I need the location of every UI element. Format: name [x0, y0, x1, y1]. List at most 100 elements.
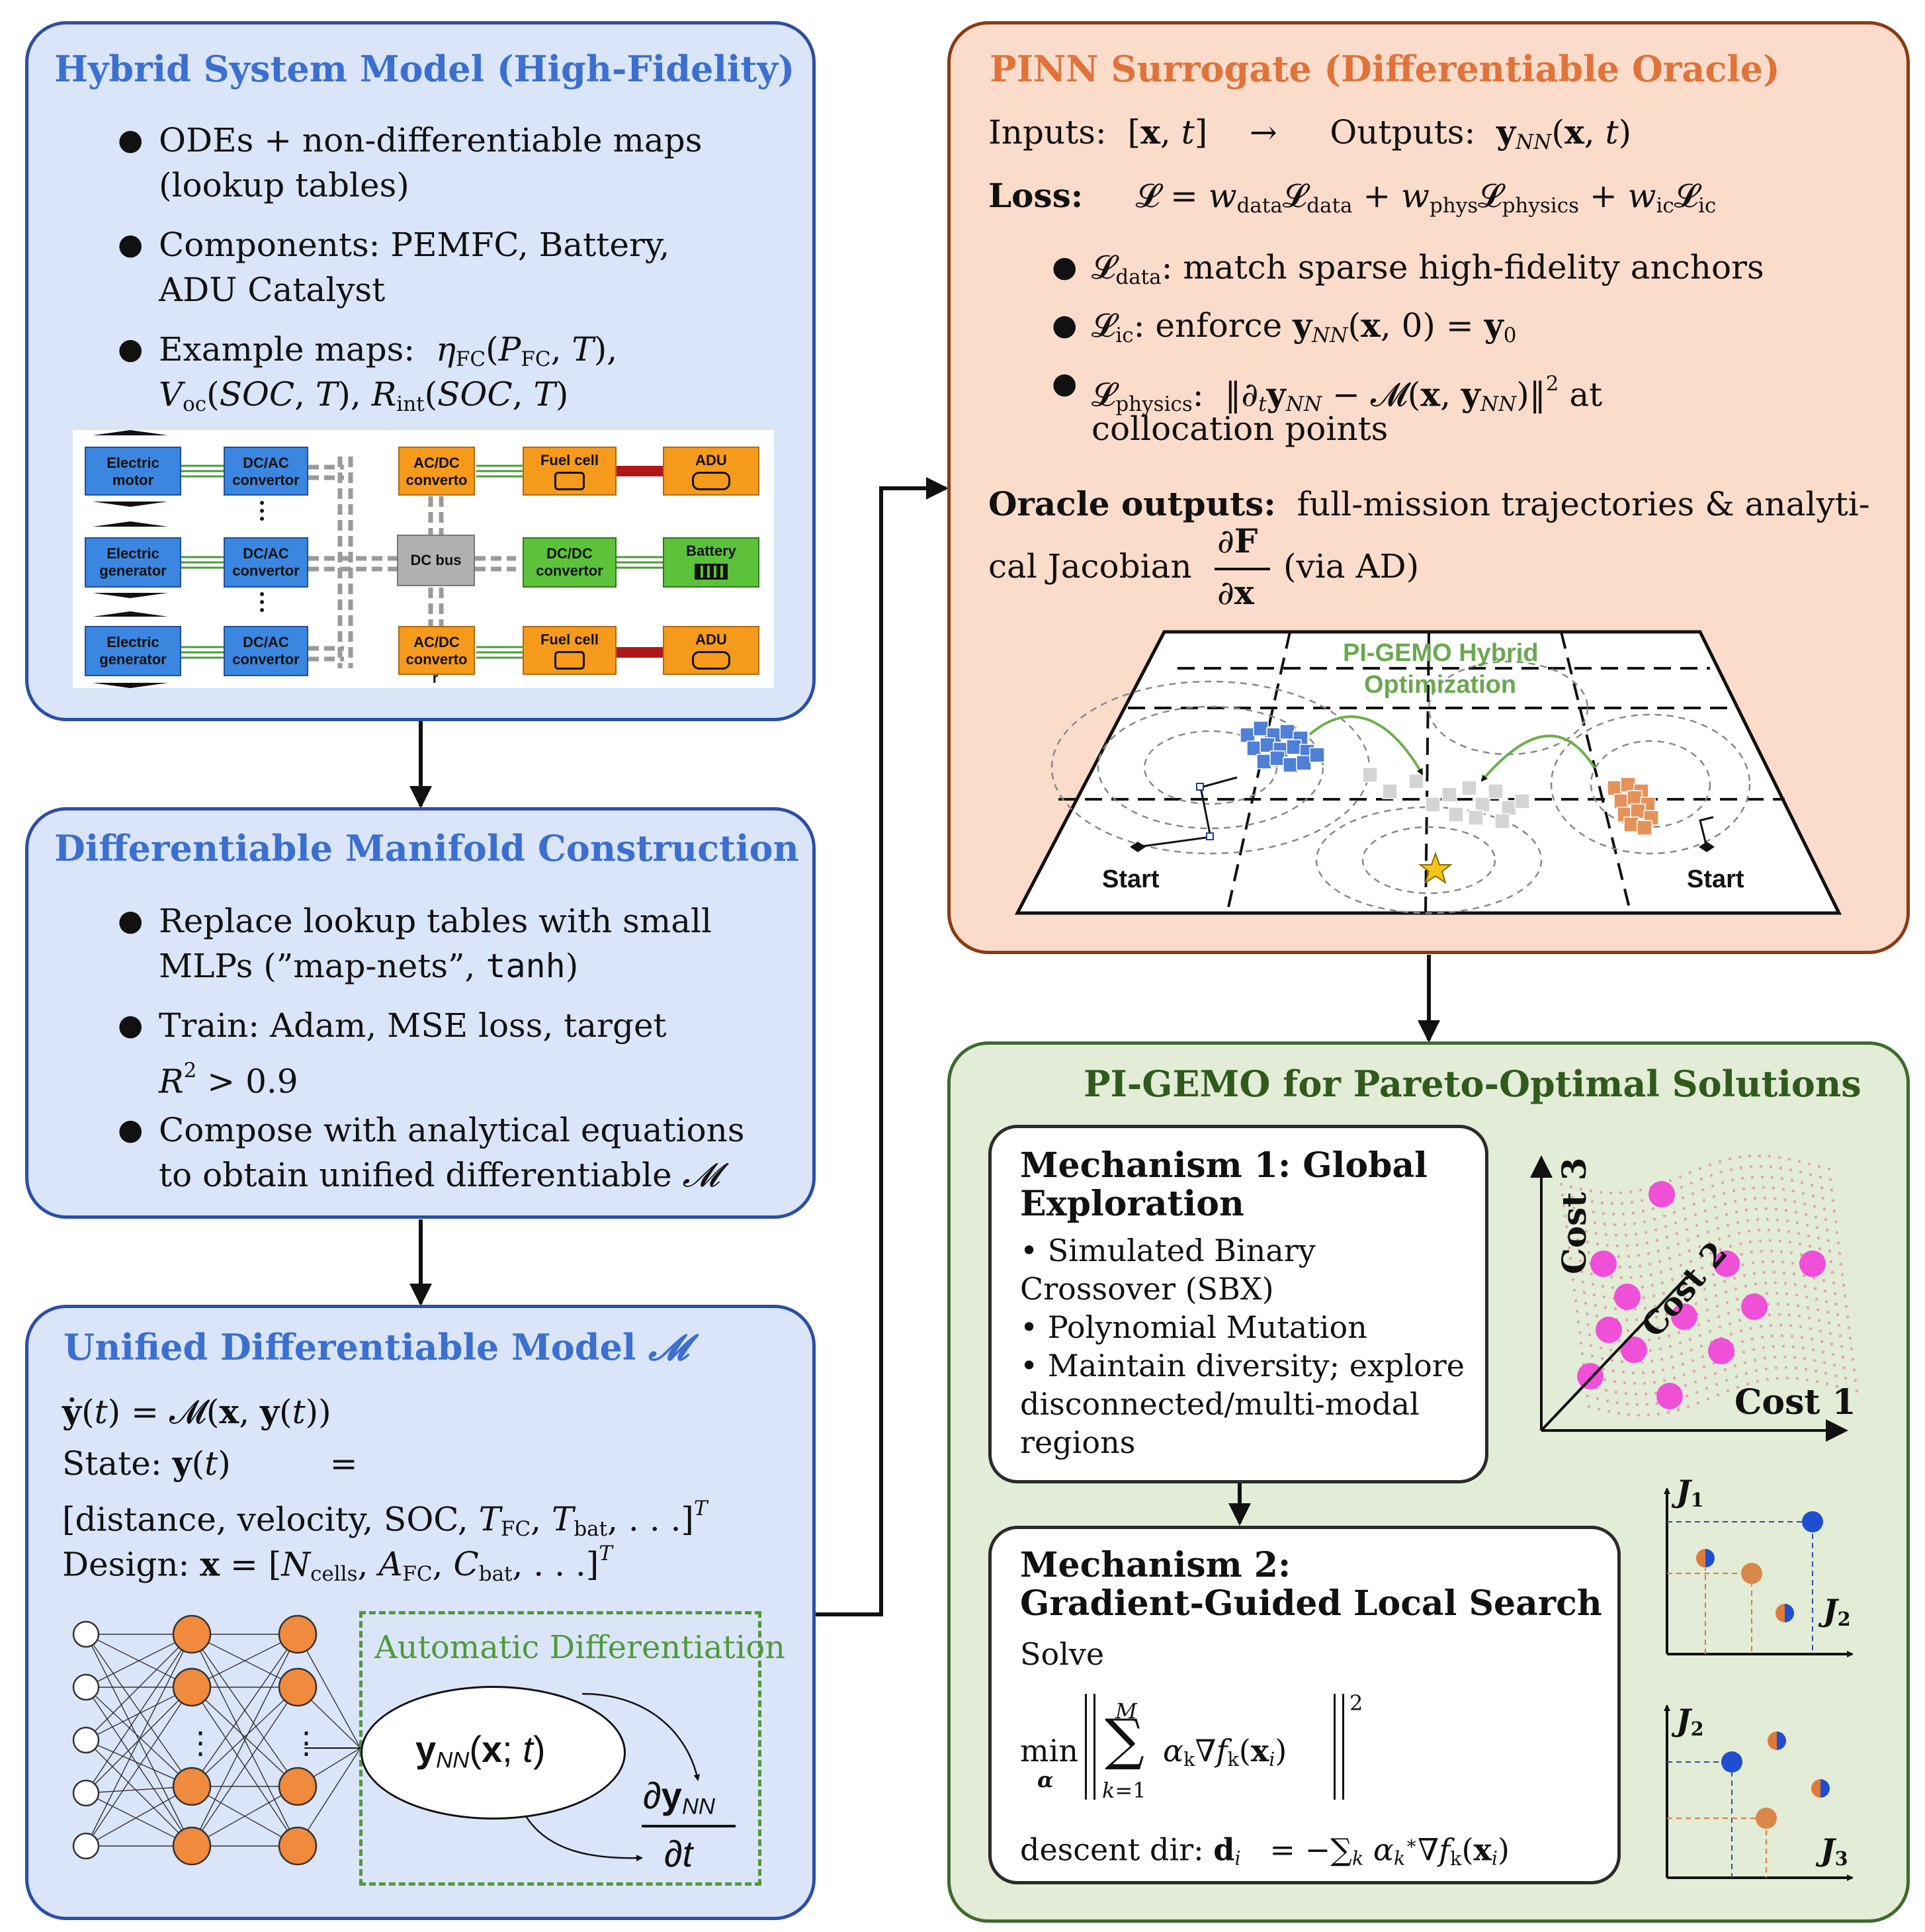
pinn-ic-term: 𝓛ic: enforce yNN(x, 0) = y0 — [1091, 306, 1517, 347]
pareto-surface-point — [1768, 1313, 1772, 1317]
m1-l6: regions — [1020, 1425, 1136, 1460]
battery-icon — [695, 564, 728, 580]
cluster-cube-gray — [1514, 793, 1530, 809]
pareto-surface-point — [1791, 1190, 1795, 1193]
svg-text:⋮: ⋮ — [291, 1725, 321, 1761]
unified-state-l2: [distance, velocity, SOC, TFC, Tbat, . .… — [62, 1497, 708, 1541]
nn-edge — [297, 1747, 361, 1847]
pareto-surface-point — [1817, 1319, 1821, 1322]
pareto-surface-point — [1794, 1211, 1798, 1214]
data-term-desc: : match sparse high-fidelity anchors — [1161, 248, 1764, 286]
pareto-surface-point — [1718, 1160, 1722, 1163]
pareto-solution-point — [1671, 1303, 1697, 1330]
pareto-surface-point — [1587, 1251, 1591, 1254]
pareto-surface-point — [1815, 1297, 1818, 1301]
pareto-surface-point — [1658, 1260, 1662, 1263]
fuel-cell-block-2: Fuel cell — [523, 626, 617, 675]
pareto-surface-point — [1627, 1413, 1631, 1417]
pareto-surface-point — [1683, 1295, 1687, 1299]
pareto-surface-point — [1774, 1281, 1777, 1285]
pareto-surface-point — [1761, 1260, 1765, 1264]
pareto-surface-point — [1705, 1309, 1709, 1312]
pareto-surface-point — [1736, 1385, 1740, 1389]
pinn-phys-term: 𝓛physics: ‖∂tyNN − 𝓜(x, yNN)‖2 at — [1091, 372, 1603, 416]
pareto-surface-point — [1785, 1376, 1789, 1380]
pareto-surface-point — [1642, 1296, 1646, 1299]
pareto-surface-point — [1805, 1378, 1809, 1382]
pareto-surface-point — [1786, 1303, 1790, 1306]
oracle-l1: Oracle outputs: full-mission trajectorie… — [988, 482, 1870, 527]
cluster-cube-gray — [1441, 787, 1457, 803]
pareto-surface-point — [1620, 1360, 1624, 1364]
design-label: Design: — [62, 1545, 190, 1584]
manifold-b3-l1: Compose with analytical equations — [159, 1111, 745, 1149]
pareto-surface-point — [1716, 1227, 1720, 1230]
pareto-surface-point — [1590, 1354, 1594, 1358]
ac-dc-label: AC/DC converto — [406, 634, 468, 668]
pareto-surface-point — [1688, 1338, 1692, 1341]
pareto-surface-point — [1824, 1217, 1828, 1221]
pareto-surface-point — [1820, 1186, 1824, 1190]
pareto-surface-point — [1782, 1271, 1786, 1274]
pareto-surface-point — [1559, 1182, 1563, 1186]
pareto-surface-point — [1832, 1364, 1836, 1367]
pareto-surface-point — [1840, 1344, 1844, 1348]
j1-axis-label: J1 — [1676, 1473, 1704, 1512]
nn-edge — [85, 1687, 192, 1847]
pareto-surface-point — [1682, 1373, 1686, 1377]
m2-title-2: Gradient-Guided Local Search — [1020, 1583, 1602, 1624]
pareto-surface-point — [1826, 1311, 1830, 1314]
pareto-surface-point — [1838, 1334, 1842, 1338]
pareto-surface-point — [1625, 1318, 1629, 1322]
pareto-surface-point — [1591, 1282, 1595, 1286]
oracle-line1: full-mission trajectories & analyti- — [1297, 485, 1870, 523]
pareto-surface-point — [1603, 1222, 1607, 1226]
pareto-surface-point — [1588, 1333, 1592, 1337]
pareto-surface-point — [1611, 1369, 1615, 1373]
pareto-surface-point — [1744, 1284, 1748, 1288]
pareto-surface-point — [1707, 1319, 1711, 1323]
pareto-surface-point — [1839, 1262, 1843, 1266]
pareto-surface-point — [1670, 1278, 1674, 1282]
pareto-surface-point — [1666, 1323, 1670, 1327]
pareto-surface-point — [1736, 1308, 1740, 1311]
pareto-surface-point — [1685, 1228, 1689, 1231]
pareto-surface-point — [1715, 1383, 1719, 1386]
pareto-surface-point — [1681, 1196, 1685, 1200]
pareto-surface-point — [1774, 1366, 1778, 1370]
pareto-surface-point — [1764, 1282, 1768, 1285]
cluster-cube-gray — [1461, 780, 1477, 796]
cluster-cube-blue — [1240, 727, 1256, 743]
dc-ac-label: DC/AC convertor — [232, 634, 300, 668]
pareto-surface-point — [1723, 1202, 1727, 1206]
pareto-surface-point — [1618, 1265, 1622, 1269]
pareto-surface-point — [1747, 1229, 1751, 1233]
manifold-b2-l2: R2 > 0.9 — [159, 1059, 298, 1101]
manifold-b1-l1: Replace lookup tables with small — [159, 902, 712, 940]
pareto-surface-point — [1576, 1320, 1580, 1324]
pareto-solution-point — [1648, 1181, 1675, 1208]
pareto-surface-point — [1651, 1370, 1655, 1374]
pareto-surface-point — [1678, 1341, 1682, 1345]
pareto-surface-point — [1610, 1358, 1614, 1362]
pareto-surface-point — [1771, 1260, 1775, 1264]
pareto-surface-point — [1844, 1376, 1848, 1380]
cluster-cube-gray — [1488, 783, 1504, 799]
dc-dc-label: DC/DC convertor — [536, 545, 603, 579]
pareto-surface-point — [1589, 1189, 1593, 1193]
pareto-surface-point — [1590, 1200, 1594, 1204]
bullet-dot: ● — [1052, 367, 1078, 400]
pareto-surface-point — [1760, 1175, 1764, 1179]
pareto-surface-point — [1734, 1287, 1738, 1290]
pareto-surface-point — [1833, 1292, 1837, 1295]
pareto-surface-point — [1752, 1272, 1756, 1276]
pareto-surface-point — [1669, 1267, 1673, 1271]
pareto-surface-point — [1699, 1344, 1703, 1348]
pareto-surface-point — [1807, 1234, 1811, 1237]
pareto-surface-point — [1575, 1309, 1579, 1313]
pareto-surface-point — [1826, 1239, 1830, 1243]
pareto-surface-point — [1694, 1302, 1698, 1305]
pareto-surface-point — [1625, 1244, 1629, 1247]
pareto-surface-point — [1656, 1249, 1660, 1252]
pareto-surface-point — [1834, 1220, 1838, 1223]
